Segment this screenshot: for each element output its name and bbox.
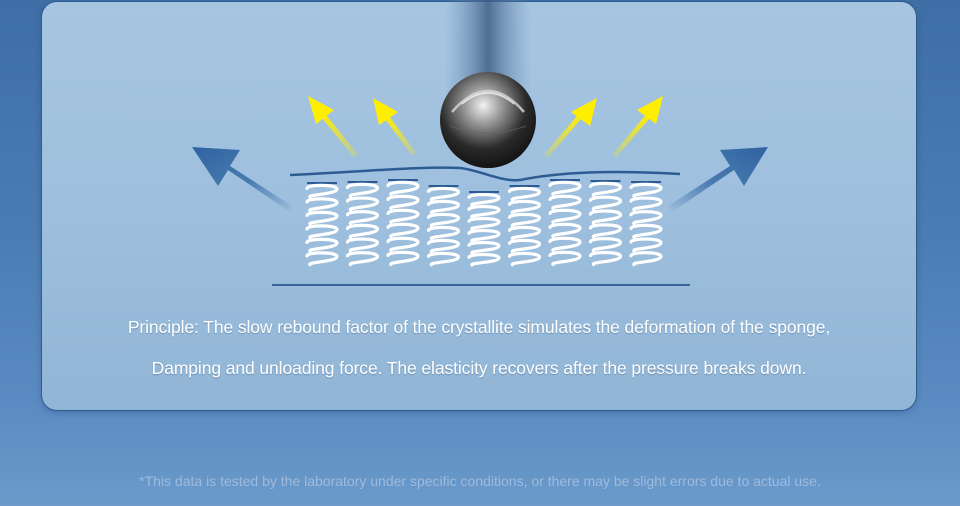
coil-spring [305, 183, 339, 267]
coil-spring [345, 182, 380, 267]
principle-text-line-2: Damping and unloading force. The elastic… [151, 358, 807, 378]
coil-spring [507, 186, 542, 267]
steel-ball-icon [440, 72, 536, 168]
yellow-arrow-left-outer-icon [308, 96, 358, 158]
mattress-surface-line [289, 166, 681, 182]
yellow-arrow-left-inner-icon [373, 98, 417, 156]
coil-spring [426, 186, 461, 267]
arrow-up-right-icon [668, 147, 768, 212]
coil-spring [548, 180, 582, 267]
coil-spring [467, 192, 501, 267]
coil-spring-icon [305, 179, 663, 267]
spring-rebound-illustration [192, 0, 768, 286]
principle-text-line-1: Principle: The slow rebound factor of th… [127, 317, 831, 337]
arrow-up-left-icon [192, 147, 292, 212]
disclaimer-text: *This data is tested by the laboratory u… [139, 473, 821, 489]
yellow-arrow-right-inner-icon [544, 98, 597, 158]
coil-spring [588, 181, 623, 267]
coil-spring [386, 180, 420, 267]
coil-spring [629, 182, 663, 267]
yellow-arrow-right-outer-icon [612, 96, 663, 158]
